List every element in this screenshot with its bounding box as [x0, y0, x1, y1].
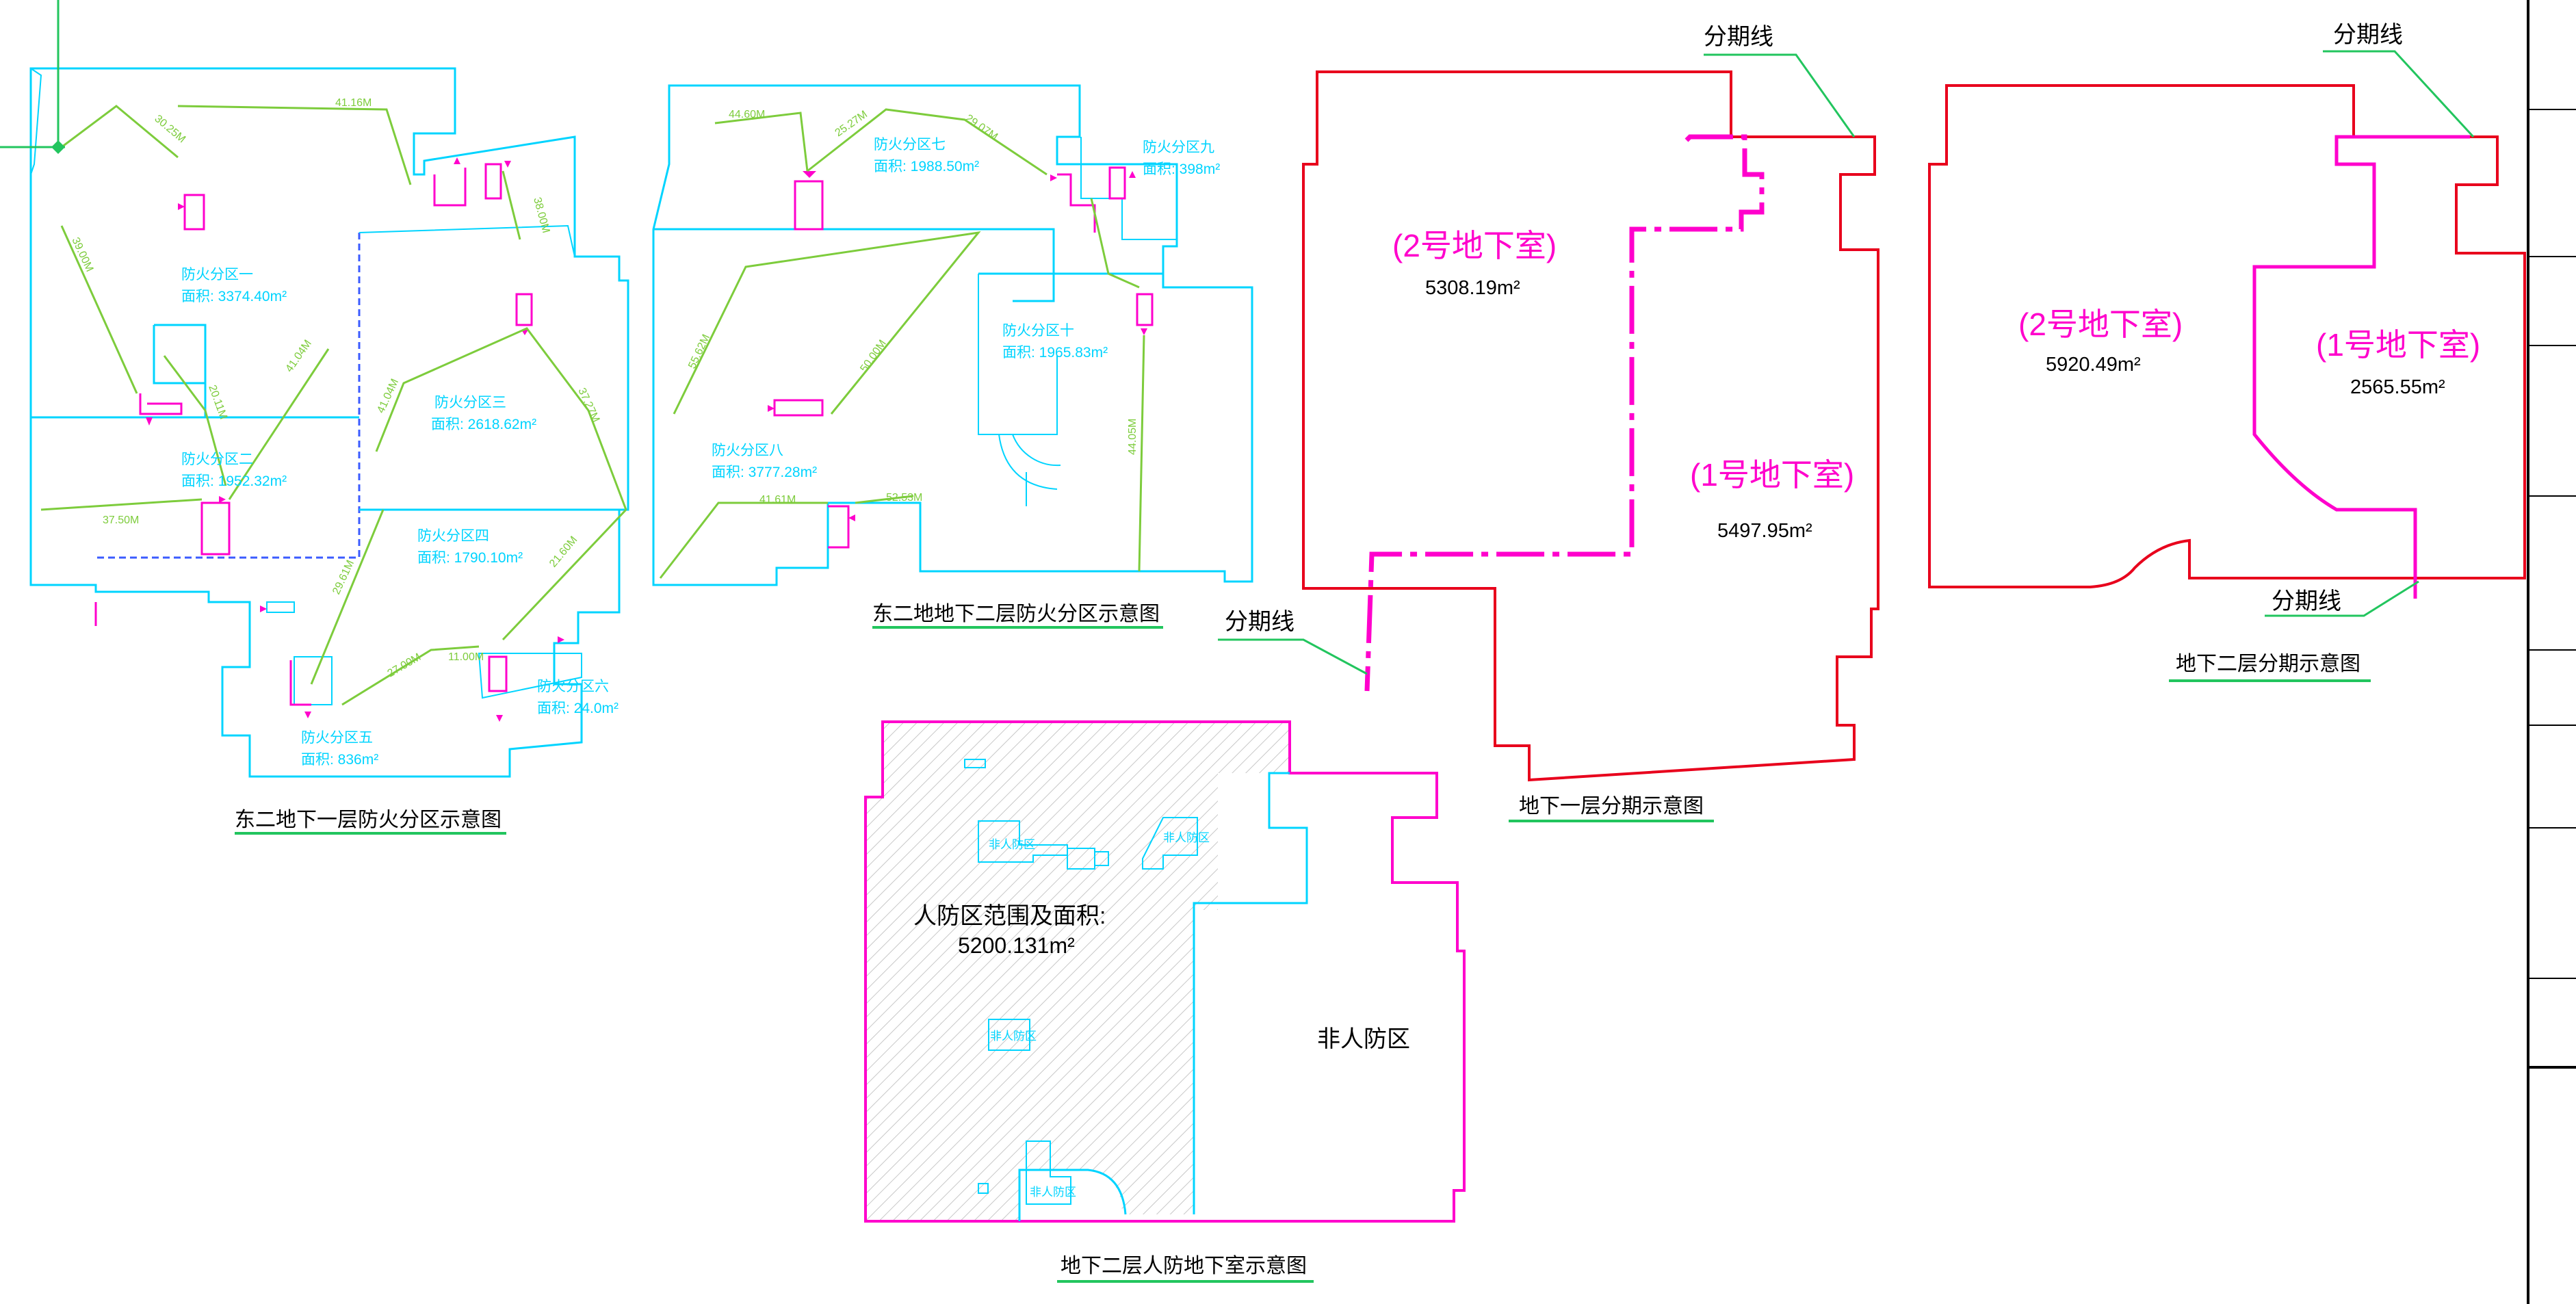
b1-dim-4: 20.11M [206, 384, 229, 421]
b1-fire-caption: 东二地下一层防火分区示意图 [235, 809, 502, 831]
b2-zone1-area: 2565.55m² [2350, 376, 2445, 398]
civil-caption: 地下二层人防地下室示意图 [1061, 1255, 1307, 1277]
b2-zone10-area: 面积: 1965.83m² [1002, 345, 1108, 361]
b1-dim-0: 41.16M [335, 97, 372, 109]
b1-dim-3: 39.00M [69, 236, 95, 274]
b1-zone4-area: 面积: 1790.10m² [417, 550, 523, 566]
b1-zone2-name: (2号地下室) [1392, 228, 1557, 263]
b1-phase-caption: 地下一层分期示意图 [1519, 795, 1704, 818]
b1-zone1-name: (1号地下室) [1690, 457, 1854, 493]
b1-dim-5: 41.04M [375, 377, 401, 415]
b2-phase-line-label-bottom: 分期线 [2272, 588, 2341, 614]
b1-zone2-area: 面积: 1952.32m² [181, 473, 287, 489]
b2-zone7-area: 面积: 1988.50m² [874, 159, 979, 174]
b2-fire-zone-plan: 防火分区七 面积: 1988.50m² 防火分区九 面积: 398m² 防火分区… [652, 84, 1253, 629]
b2-zone1-name: (1号地下室) [2316, 327, 2480, 363]
b1-zone1-area: 5497.95m² [1717, 520, 1812, 542]
b2-dim-0: 44.60M [729, 109, 765, 120]
b2-dim-5: 41.61M [759, 494, 796, 506]
civil-sub-label-4: 非人防区 [1030, 1186, 1076, 1199]
b1-zone5-area: 面积: 836m² [301, 752, 378, 768]
b1-phase-line-label-top: 分期线 [1704, 24, 1773, 50]
b1-dim-6: 37.50M [103, 514, 139, 526]
title-block-strip [2527, 0, 2576, 1304]
b2-dim-6: 52.53M [886, 492, 922, 504]
b1-zone3-area: 面积: 2618.62m² [431, 417, 536, 432]
b1-dim-8: 37.27M [575, 387, 601, 425]
b2-phasing-plan: (2号地下室) 5920.49m² (1号地下室) 2565.55m² 分期线 … [1928, 22, 2526, 682]
b1-zone4-name: 防火分区四 [417, 528, 489, 544]
b1-dim-11: 11.00M [448, 651, 484, 663]
b2-zone9-area: 面积: 398m² [1143, 161, 1220, 177]
b2-zone2-name: (2号地下室) [2018, 307, 2183, 342]
b2-zone7-name: 防火分区七 [874, 137, 946, 153]
b1-fire-zone-plan: 防火分区一 面积: 3374.40m² 防火分区二 面积: 1952.32m² … [0, 0, 629, 835]
non-civil-label: 非人防区 [1317, 1026, 1410, 1052]
b1-dim-10: 27.00M [386, 651, 424, 679]
b2-dim-4: 50.00M [858, 338, 889, 374]
b2-zone2-area: 5920.49m² [2046, 354, 2141, 376]
b1-zone6-name: 防火分区六 [537, 679, 609, 694]
b2-fire-caption: 东二地地下二层防火分区示意图 [872, 603, 1160, 625]
b2-zone9-name: 防火分区九 [1143, 140, 1214, 155]
b2-zone8-area: 面积: 3777.28m² [712, 465, 817, 480]
b1-zone2-area: 5308.19m² [1425, 277, 1520, 299]
b2-dim-2: 29.07M [963, 112, 1000, 143]
civil-scope-area: 5200.131m² [958, 933, 1075, 958]
civil-sub-label-3: 非人防区 [990, 1030, 1037, 1043]
b1-phase-line-label-left: 分期线 [1225, 609, 1294, 635]
b1-zone2-name: 防火分区二 [181, 452, 253, 467]
b2-dim-3: 55.62M [686, 332, 712, 371]
b2-phase-line-label-top: 分期线 [2333, 22, 2403, 48]
b1-dim-9: 29.61M [330, 558, 356, 597]
b1-zone6-area: 面积: 24.0m² [537, 701, 619, 716]
b2-civil-defense-plan: 非人防区 非人防区 非人防区 非人防区 人防区范围及面积: 5200.131m²… [864, 720, 1466, 1283]
civil-sub-label-2: 非人防区 [1163, 831, 1210, 844]
b1-dim-7: 41.04M [283, 338, 314, 374]
b2-zone10-name: 防火分区十 [1002, 323, 1074, 339]
b1-zone5-name: 防火分区五 [301, 730, 373, 746]
civil-sub-label-1: 非人防区 [989, 838, 1035, 851]
b1-zone1-name: 防火分区一 [181, 267, 253, 283]
b1-phasing-plan: (2号地下室) 5308.19m² (1号地下室) 5497.95m² 分期线 … [1218, 24, 1879, 822]
b2-phase-caption: 地下二层分期示意图 [2176, 653, 2360, 675]
b1-zone3-name: 防火分区三 [434, 395, 506, 410]
b2-zone8-name: 防火分区八 [712, 443, 783, 458]
b1-dim-2: 38.00M [531, 196, 551, 235]
b1-zone1-area: 面积: 3374.40m² [181, 289, 287, 304]
b2-dim-1: 25.27M [833, 109, 870, 140]
civil-scope-label: 人防区范围及面积: [913, 903, 1106, 929]
b2-dim-7: 44.05M [1127, 419, 1139, 455]
